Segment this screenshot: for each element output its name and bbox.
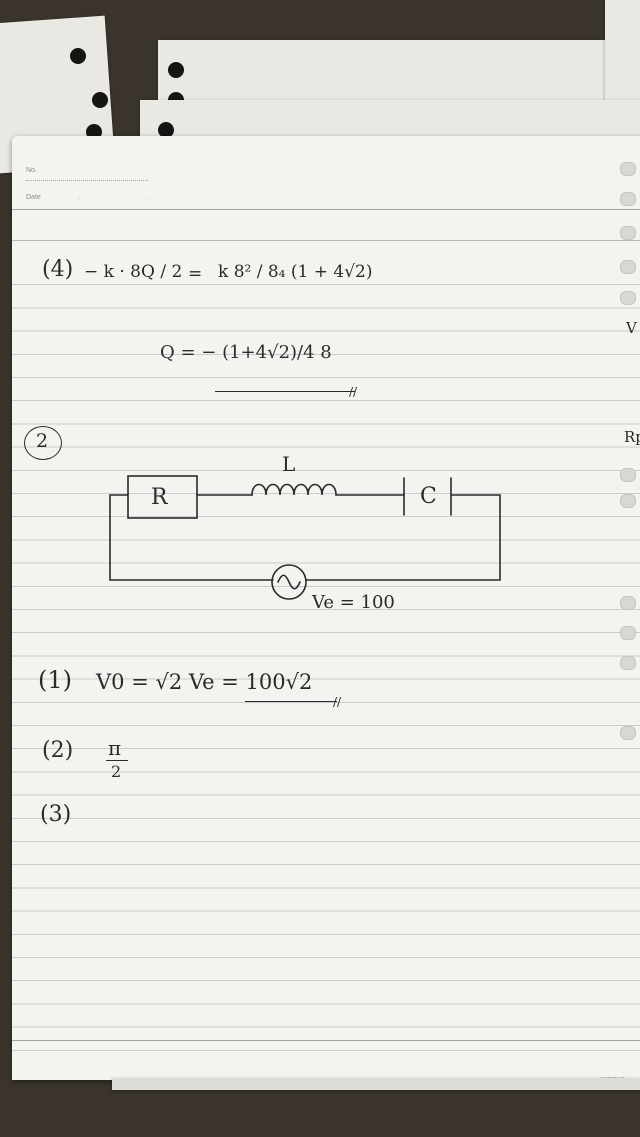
ac-source-circle <box>271 564 307 600</box>
circuit-C: C <box>420 484 437 509</box>
punch-hole <box>168 62 184 78</box>
binder-hole <box>620 468 636 482</box>
margin-fragment-rp: Rp <box>624 428 640 446</box>
p3-label: (3) <box>40 802 72 827</box>
q4-equals: = <box>188 264 203 284</box>
notebook-page: No. Date . . V Rp campus <box>12 136 640 1080</box>
circuit-source: Ve = 100 <box>312 592 395 613</box>
p2-label: (2) <box>42 738 74 763</box>
p1-end-mark: // <box>333 695 342 709</box>
q4-rhs: k 8² / 8₄ (1 + 4√2) <box>218 262 373 282</box>
p1-text: V0 = √2 Ve = 100√2 <box>96 670 313 694</box>
p2-fraction-bar <box>106 760 128 761</box>
circuit-R: R <box>151 485 168 510</box>
no-label: No. <box>26 167 37 174</box>
punch-hole <box>70 48 86 64</box>
footer-rule <box>12 1040 640 1041</box>
header-rule-2 <box>12 240 640 241</box>
binder-hole <box>620 291 636 305</box>
sheet-below <box>112 1078 640 1090</box>
resistor-box <box>127 475 198 519</box>
punch-hole <box>158 122 174 138</box>
q4-result-underline <box>215 391 355 392</box>
back-sheet-upper-right <box>605 0 640 107</box>
section-circle <box>24 426 62 460</box>
binder-hole <box>620 192 636 206</box>
p2-num: π <box>108 736 122 760</box>
punch-hole <box>92 92 108 108</box>
date-separators: . . <box>78 194 180 201</box>
section-label: 2 <box>36 430 49 452</box>
ruled-lines <box>12 262 640 1062</box>
binder-hole <box>620 494 636 508</box>
circuit-L: L <box>282 452 296 476</box>
q4-lhs: − k · 8Q / 2 <box>84 262 183 282</box>
right-wire <box>305 494 501 581</box>
p1-label: (1) <box>38 666 72 694</box>
header-rule <box>12 209 640 210</box>
binder-hole <box>620 260 636 274</box>
p1-underline <box>245 701 337 702</box>
binder-hole <box>620 626 636 640</box>
q4-result: Q = − (1+4√2)/4 8 <box>160 342 332 363</box>
binder-hole <box>620 162 636 176</box>
no-underline <box>26 180 148 181</box>
inductor-coil <box>251 483 337 496</box>
binder-hole <box>620 226 636 240</box>
margin-fragment-v: V <box>626 319 637 337</box>
binder-hole <box>620 726 636 740</box>
left-wire <box>109 494 274 581</box>
ac-source-wave <box>277 574 301 590</box>
date-label: Date <box>26 194 41 201</box>
p2-den: 2 <box>111 762 122 781</box>
q4-label: (4) <box>42 257 74 282</box>
binder-hole <box>620 656 636 670</box>
binder-hole <box>620 596 636 610</box>
q4-end-mark: // <box>349 385 358 399</box>
